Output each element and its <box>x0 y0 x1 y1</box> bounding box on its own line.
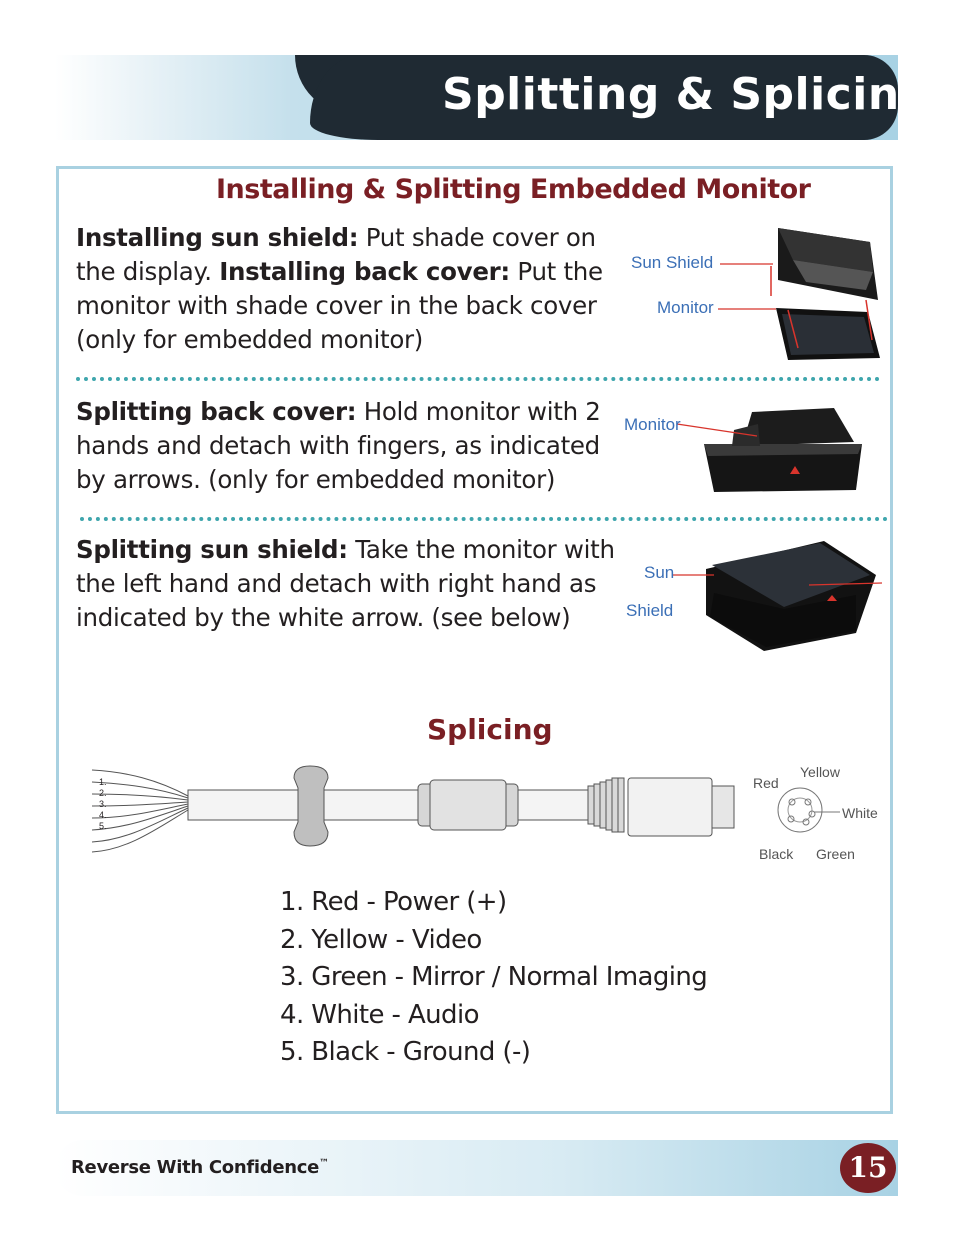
back-cover-image <box>676 408 862 492</box>
install-section-heading: Installing & Splitting Embedded Monitor <box>216 174 811 205</box>
header-dark-band <box>310 55 898 140</box>
monitor-label: Monitor <box>624 415 681 434</box>
install-back-cover-label: Installing back cover: <box>219 257 510 286</box>
footer-brand: Reverse With Confidence™ <box>71 1157 329 1178</box>
wire-color-list: 1. Red - Power (+) 2. Yellow - Video 3. … <box>280 884 708 1072</box>
dotted-divider <box>76 377 880 381</box>
wire-number-list: 1. 2. 3. 4. 5. <box>99 777 107 831</box>
page-number-badge: 15 <box>840 1143 896 1193</box>
install-sun-shield-label: Installing sun shield: <box>76 223 359 252</box>
list-item: 4. White - Audio <box>280 999 479 1030</box>
cable-illustration <box>91 765 840 853</box>
content-box <box>56 166 893 1114</box>
list-item: 2. Yellow - Video <box>280 924 482 955</box>
split-sun-shield-label: Splitting sun shield: <box>76 535 348 564</box>
cable-diagram: 1. 2. 3. 4. 5. Red Yellow White Black Gr… <box>88 758 888 868</box>
footer-bar <box>55 1140 898 1196</box>
split-back-cover-paragraph: Splitting back cover: Hold monitor with … <box>76 397 601 494</box>
pin-label-white: White <box>842 805 878 821</box>
split-back-cover-label: Splitting back cover: <box>76 397 357 426</box>
pin-label-yellow: Yellow <box>800 764 840 780</box>
pin-label-black: Black <box>759 846 794 862</box>
sun-shield-detach-image <box>672 541 883 651</box>
sun-shield-install-image <box>718 228 880 360</box>
split-sun-shield-paragraph: Splitting sun shield: Take the monitor w… <box>76 535 615 632</box>
pin-label-red: Red <box>753 775 779 791</box>
list-item: 1. Red - Power (+) <box>280 887 507 917</box>
list-item: 5. Black - Ground (-) <box>280 1037 531 1067</box>
sun-shield-label: Sun Shield <box>631 253 714 272</box>
page-title: Splitting & Splicing <box>442 69 932 120</box>
page-footer: Reverse With Confidence™ 15 <box>55 1140 898 1196</box>
pin-label-green: Green <box>816 846 855 862</box>
shield-label: Shield <box>626 601 674 620</box>
sun-shield-detach-photo: Sun Shield <box>624 535 886 655</box>
trademark-symbol: ™ <box>319 1158 329 1169</box>
splicing-section-heading: Splicing <box>427 713 553 746</box>
sun-shield-install-photo: Sun Shield Monitor <box>628 220 883 365</box>
list-item: 3. Green - Mirror / Normal Imaging <box>280 962 708 992</box>
monitor-label: Monitor <box>657 298 714 317</box>
page-header: Splitting & Splicing <box>55 55 931 140</box>
sun-label: Sun <box>644 563 675 582</box>
dotted-divider <box>80 517 888 521</box>
back-cover-photo: Monitor <box>622 400 884 500</box>
install-paragraph: Installing sun shield: Put shade cover o… <box>76 223 603 354</box>
